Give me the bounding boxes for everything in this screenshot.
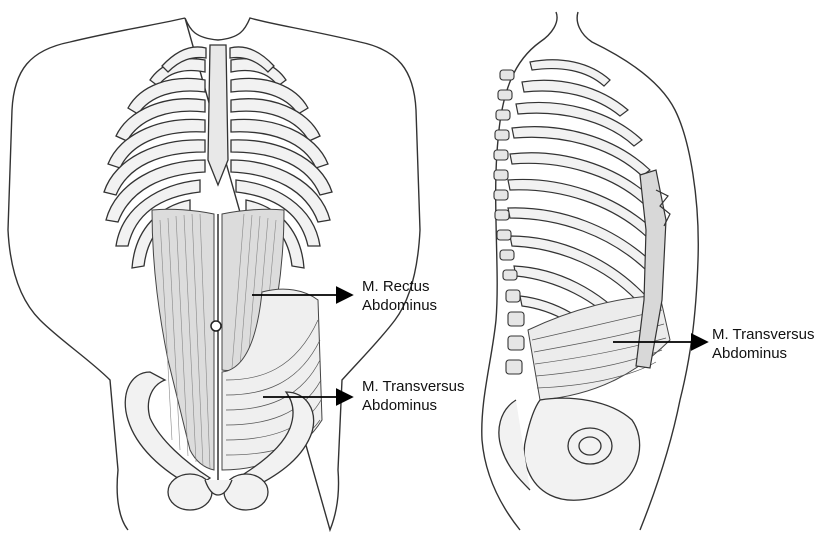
side-spine bbox=[494, 70, 524, 374]
label-transversus-front-line1: M. Transversus bbox=[362, 377, 465, 396]
label-rectus-line1: M. Rectus bbox=[362, 277, 437, 296]
label-transversus-front-line2: Abdominus bbox=[362, 396, 465, 415]
label-transversus-side-line1: M. Transversus bbox=[712, 325, 815, 344]
label-rectus-abdominus: M. Rectus Abdominus bbox=[362, 277, 437, 315]
label-transversus-front: M. Transversus Abdominus bbox=[362, 377, 465, 415]
label-transversus-side-line2: Abdominus bbox=[712, 344, 815, 363]
sternum bbox=[208, 45, 228, 185]
side-pelvis bbox=[499, 398, 640, 500]
label-transversus-side: M. Transversus Abdominus bbox=[712, 325, 815, 363]
label-rectus-line2: Abdominus bbox=[362, 296, 437, 315]
